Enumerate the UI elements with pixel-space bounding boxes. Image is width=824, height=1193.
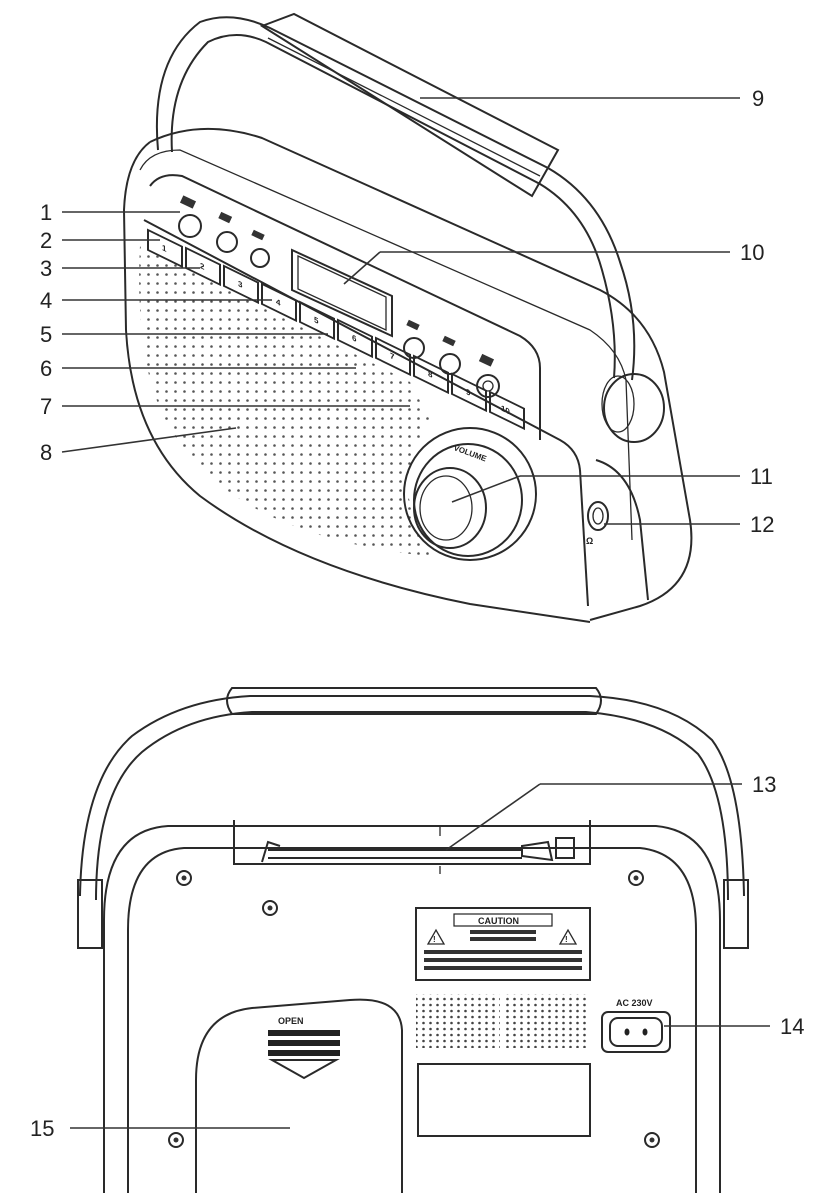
preset-key[interactable]: 5 xyxy=(299,300,335,341)
svg-text:!: ! xyxy=(433,935,436,944)
carry-handle xyxy=(155,12,665,443)
battery-cover[interactable]: OPEN xyxy=(195,998,403,1193)
callout-8: 8 xyxy=(40,440,52,465)
preset-key[interactable]: 4 xyxy=(261,282,297,323)
svg-text:5: 5 xyxy=(314,314,319,326)
top-buttons xyxy=(178,195,270,268)
callout-7: 7 xyxy=(40,394,52,419)
svg-text:9: 9 xyxy=(466,386,471,398)
radio-body-front xyxy=(122,127,693,623)
menu-button[interactable] xyxy=(439,353,461,375)
svg-text:7: 7 xyxy=(390,350,395,362)
open-label: OPEN xyxy=(278,1016,304,1026)
svg-text:8: 8 xyxy=(428,368,433,380)
vent-holes xyxy=(416,994,590,1048)
preset-key[interactable]: 8 xyxy=(413,354,449,395)
svg-text:!: ! xyxy=(565,935,568,944)
preset-key[interactable]: 9 xyxy=(451,372,487,413)
callout-12: 12 xyxy=(750,512,774,537)
lcd-display xyxy=(291,248,393,338)
info-button[interactable] xyxy=(250,248,270,268)
callout-5: 5 xyxy=(40,322,52,347)
callout-1: 1 xyxy=(40,200,52,225)
scan-button[interactable] xyxy=(476,374,500,398)
callouts: 1 2 3 4 5 6 7 8 9 10 11 12 13 14 15 xyxy=(30,86,804,1141)
callout-14: 14 xyxy=(780,1014,804,1039)
arrow-down-icon xyxy=(268,1059,340,1080)
svg-text:6: 6 xyxy=(352,332,357,344)
callout-13: 13 xyxy=(752,772,776,797)
callout-4: 4 xyxy=(40,288,52,313)
volume-knob[interactable]: VOLUME xyxy=(403,427,537,561)
radio-body-back xyxy=(103,825,721,1193)
screw-icon xyxy=(262,900,278,916)
screw-icon xyxy=(168,1132,184,1148)
screw-icon xyxy=(644,1132,660,1148)
ac-power-socket[interactable]: AC 230V xyxy=(601,998,671,1053)
preset-key[interactable]: 7 xyxy=(375,336,411,377)
preset-keys: 1 2 3 4 5 6 7 xyxy=(147,228,525,431)
front-view: 1 2 3 4 5 6 7 xyxy=(122,12,693,623)
antenna-compartment xyxy=(233,820,591,874)
ac-label: AC 230V xyxy=(616,998,653,1008)
callout-10: 10 xyxy=(740,240,764,265)
screws xyxy=(168,870,660,1148)
callout-2: 2 xyxy=(40,228,52,253)
caution-title: CAUTION xyxy=(478,916,519,926)
headphone-jack[interactable]: Ω xyxy=(586,501,609,546)
screw-icon xyxy=(628,870,644,886)
svg-text:3: 3 xyxy=(238,278,243,290)
mode-button[interactable] xyxy=(216,231,238,253)
callout-6: 6 xyxy=(40,356,52,381)
screw-icon xyxy=(176,870,192,886)
callout-leader xyxy=(61,427,237,453)
callout-3: 3 xyxy=(40,256,52,281)
rating-plate xyxy=(417,1063,591,1137)
svg-text:4: 4 xyxy=(276,296,281,308)
back-view: CAUTION ! ! AC 230V xyxy=(77,687,749,1193)
callout-9: 9 xyxy=(752,86,764,111)
svg-text:2: 2 xyxy=(200,260,205,272)
svg-text:10: 10 xyxy=(501,403,510,417)
callout-15: 15 xyxy=(30,1116,54,1141)
preset-key[interactable]: 10 xyxy=(489,390,525,431)
preset-key[interactable]: 3 xyxy=(223,264,259,305)
callout-leader xyxy=(343,251,381,285)
power-button[interactable] xyxy=(178,214,202,238)
back-handle xyxy=(77,687,749,949)
callout-leader xyxy=(451,475,521,503)
preset-key[interactable]: 2 xyxy=(185,246,221,287)
preset-key[interactable]: 6 xyxy=(337,318,373,359)
headphone-icon: Ω xyxy=(586,536,593,546)
caution-label: CAUTION ! ! xyxy=(415,907,591,981)
callout-leader xyxy=(445,783,541,851)
speaker-grille xyxy=(139,246,430,556)
callout-11: 11 xyxy=(750,464,773,489)
svg-text:1: 1 xyxy=(162,242,167,254)
